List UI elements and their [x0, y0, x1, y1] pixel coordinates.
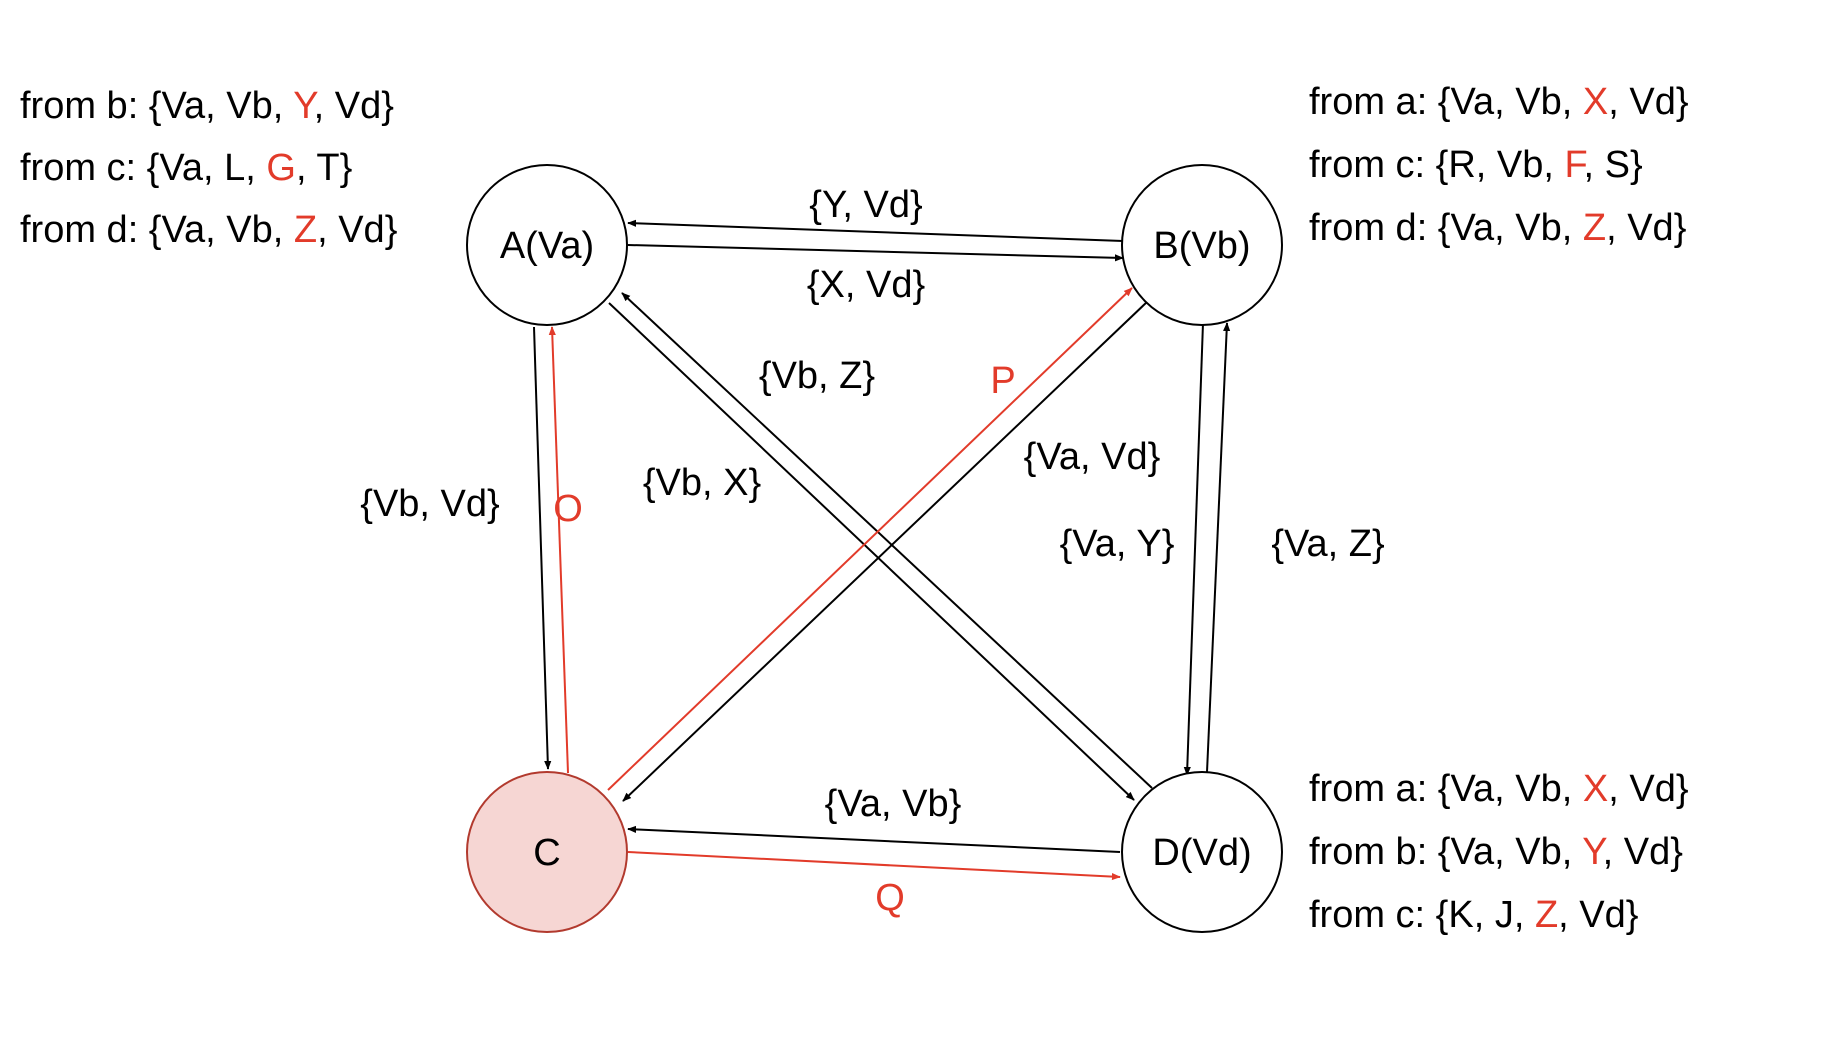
received-a-line-2-highlight: G	[266, 147, 296, 189]
node-d-circle	[1121, 771, 1283, 933]
node-c-label: C	[533, 832, 560, 874]
edge-label-a-to-c: {Vb, Vd}	[360, 483, 499, 525]
edge-label-b-to-d: {Va, Y}	[1060, 523, 1175, 565]
node-d-label: D(Vd)	[1152, 832, 1251, 874]
received-b-line-1-highlight: X	[1583, 81, 1608, 123]
edge-label-c-to-b: P	[990, 360, 1015, 402]
edge-label-d-to-b: {Va, Z}	[1271, 523, 1384, 565]
edge-label-b-to-a: {Y, Vd}	[809, 184, 922, 226]
edge-d-to-b-arrow	[1206, 322, 1231, 773]
edge-b-to-a-arrow	[627, 219, 1124, 242]
received-b-line-1: from a: {Va, Vb, X, Vd}	[1309, 81, 1689, 123]
received-d-line-3: from c: {K, J, Z, Vd}	[1309, 894, 1638, 936]
received-d-line-1-highlight: X	[1583, 768, 1608, 810]
edge-b-to-d-arrow	[1183, 322, 1204, 776]
received-d-line-1: from a: {Va, Vb, X, Vd}	[1309, 768, 1689, 810]
received-b-line-2-prefix: from c: {R, Vb,	[1309, 144, 1565, 186]
node-b-label: B(Vb)	[1153, 225, 1250, 267]
received-d-line-1-prefix: from a: {Va, Vb,	[1309, 768, 1583, 810]
edge-label-b-to-c: {Va, Vd}	[1024, 436, 1161, 478]
received-a-line-1: from b: {Va, Vb, Y, Vd}	[20, 85, 394, 127]
received-a-line-2-suffix: , T}	[296, 147, 352, 189]
edge-d-to-c-arrow	[627, 825, 1121, 853]
received-b-line-1-suffix: , Vd}	[1608, 81, 1688, 123]
received-d-line-1-suffix: , Vd}	[1608, 768, 1688, 810]
received-d-line-2-suffix: , Vd}	[1603, 831, 1683, 873]
node-a: A(Va)	[466, 164, 628, 326]
received-b-line-1-prefix: from a: {Va, Vb,	[1309, 81, 1583, 123]
received-a-line-3-highlight: Z	[294, 209, 317, 251]
edge-label-a-to-b: {X, Vd}	[807, 264, 925, 306]
edge-label-d-to-c: {Va, Vb}	[825, 783, 962, 825]
edge-a-to-b-arrow	[627, 244, 1124, 262]
edge-label-c-to-a: O	[553, 488, 583, 530]
received-a-line-3: from d: {Va, Vb, Z, Vd}	[20, 209, 397, 251]
received-b-line-3-suffix: , Vd}	[1606, 207, 1686, 249]
edge-labels: {Y, Vd} {X, Vd} {Vb, Vd} O {Vb, Z} {Vb, …	[360, 184, 1384, 919]
nodes: A(Va) B(Vb) C D(Vd)	[466, 164, 1283, 933]
received-list-a: from b: {Va, Vb, Y, Vd} from c: {Va, L, …	[20, 85, 397, 251]
node-a-circle	[466, 164, 628, 326]
received-b-line-3-highlight: Z	[1583, 207, 1606, 249]
received-d-line-3-highlight: Z	[1535, 894, 1558, 936]
edge-label-d-to-a: {Vb, Z}	[759, 355, 875, 397]
node-c: C	[466, 771, 628, 933]
received-list-b: from a: {Va, Vb, X, Vd} from c: {R, Vb, …	[1309, 81, 1689, 249]
received-d-line-2-prefix: from b: {Va, Vb,	[1309, 831, 1582, 873]
received-a-line-3-suffix: , Vd}	[317, 209, 397, 251]
received-b-line-2-highlight: F	[1565, 144, 1587, 186]
received-b-line-2: from c: {R, Vb, F, S}	[1309, 144, 1643, 186]
received-d-line-3-prefix: from c: {K, J,	[1309, 894, 1535, 936]
edge-label-a-to-d: {Vb, X}	[643, 462, 761, 504]
edge-c-to-d-arrow	[627, 851, 1121, 881]
received-lists: from b: {Va, Vb, Y, Vd} from c: {Va, L, …	[20, 81, 1689, 936]
edge-a-to-c-arrow	[533, 326, 552, 770]
received-a-line-2: from c: {Va, L, G, T}	[20, 147, 352, 189]
received-b-line-2-suffix: , S}	[1584, 144, 1643, 186]
node-b: B(Vb)	[1121, 164, 1283, 326]
received-d-line-2: from b: {Va, Vb, Y, Vd}	[1309, 831, 1683, 873]
received-b-line-3-prefix: from d: {Va, Vb,	[1309, 207, 1583, 249]
edge-d-to-a-arrow	[621, 292, 1153, 789]
edge-c-to-b-arrow	[607, 287, 1133, 791]
node-c-circle	[466, 771, 628, 933]
edges	[533, 219, 1231, 881]
node-d: D(Vd)	[1121, 771, 1283, 933]
edge-a-to-d-arrow	[608, 302, 1135, 801]
node-b-circle	[1121, 164, 1283, 326]
received-a-line-2-prefix: from c: {Va, L,	[20, 147, 266, 189]
received-a-line-3-prefix: from d: {Va, Vb,	[20, 209, 294, 251]
received-list-d: from a: {Va, Vb, X, Vd} from b: {Va, Vb,…	[1309, 768, 1689, 936]
edge-b-to-c-arrow	[622, 300, 1149, 802]
edge-c-to-a-arrow	[548, 326, 569, 774]
node-a-label: A(Va)	[500, 225, 594, 267]
received-d-line-3-suffix: , Vd}	[1558, 894, 1638, 936]
received-b-line-3: from d: {Va, Vb, Z, Vd}	[1309, 207, 1686, 249]
received-a-line-1-suffix: , Vd}	[314, 85, 394, 127]
received-a-line-1-prefix: from b: {Va, Vb,	[20, 85, 293, 127]
edge-label-c-to-d: Q	[875, 877, 905, 919]
